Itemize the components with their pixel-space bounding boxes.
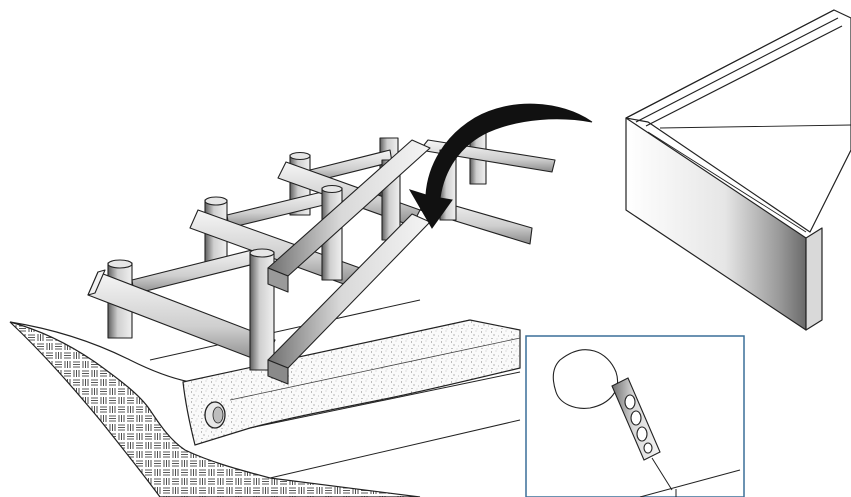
ledger-board-top: [87, 269, 106, 296]
form-top-edge: [625, 9, 843, 127]
hand-icon: [552, 349, 618, 409]
drain-pipe-icon: [204, 401, 226, 429]
curved-rotation-arrow-icon: [408, 103, 593, 229]
foundation-form-corner: [625, 9, 851, 331]
brace: [226, 189, 333, 229]
concrete-footing: [182, 319, 521, 446]
lower-stringer-face: [267, 359, 289, 385]
batter-board-frame: [87, 125, 556, 385]
top-stringer-face: [267, 267, 289, 293]
tag-icon: [611, 377, 661, 461]
inset-detail: [525, 335, 745, 497]
soil-hatch: [9, 321, 421, 497]
ground-line: [9, 321, 191, 383]
form-inner-edge: [647, 124, 851, 233]
brace: [131, 247, 263, 295]
form-end-face: [805, 227, 823, 331]
ground-section: [9, 299, 521, 497]
string-line: [639, 457, 741, 497]
slab-line: [249, 371, 521, 479]
footing-top-edge: [229, 337, 521, 401]
